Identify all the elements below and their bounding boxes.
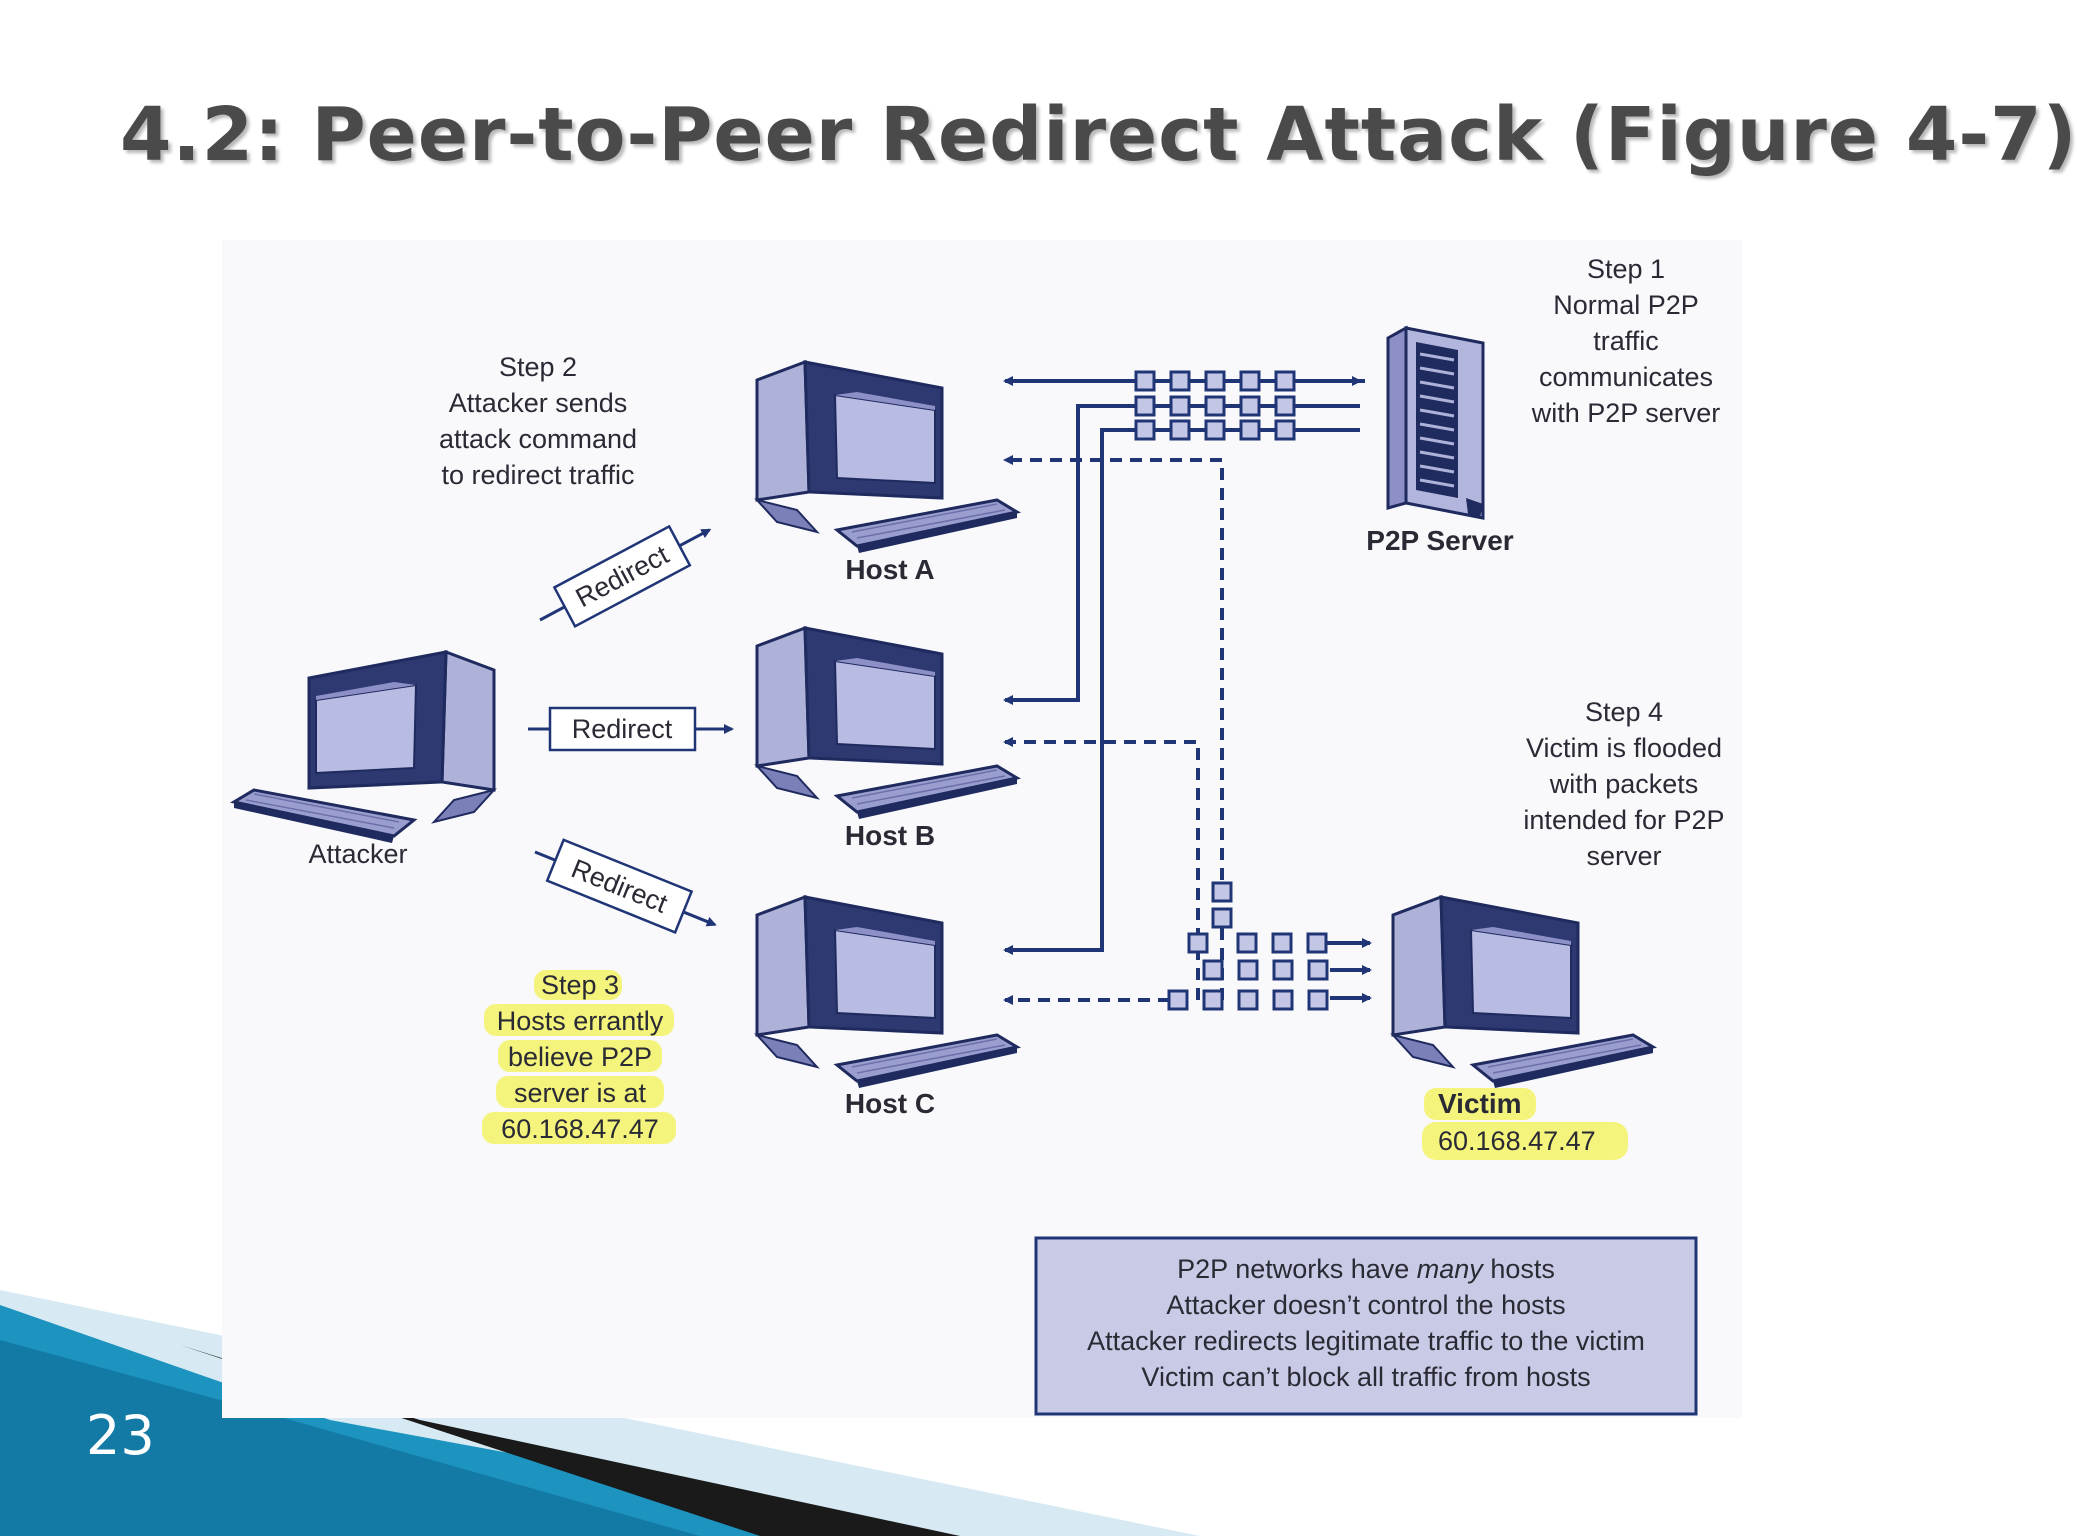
redirect-label-b: Redirect <box>572 714 673 744</box>
server-label: P2P Server <box>1366 525 1513 556</box>
notes-box: P2P networks have many hosts Attacker do… <box>1034 1236 1698 1416</box>
svg-text:attack command: attack command <box>439 424 637 454</box>
svg-text:traffic: traffic <box>1593 326 1659 356</box>
svg-text:Step 3: Step 3 <box>541 970 619 1000</box>
svg-text:Step 2: Step 2 <box>499 352 577 382</box>
step-3-caption: Step 3 Hosts errantly believe P2P server… <box>497 970 664 1144</box>
svg-text:Normal P2P: Normal P2P <box>1553 290 1699 320</box>
svg-text:server: server <box>1586 841 1661 871</box>
svg-text:server is at: server is at <box>514 1078 647 1108</box>
highlight-marks <box>482 970 1628 1160</box>
note-line-4: Victim can’t block all traffic from host… <box>1141 1362 1590 1392</box>
page-number: 23 <box>86 1404 155 1467</box>
svg-text:Attacker sends: Attacker sends <box>449 388 628 418</box>
svg-text:60.168.47.47: 60.168.47.47 <box>501 1114 659 1144</box>
svg-text:with P2P server: with P2P server <box>1531 398 1721 428</box>
step-1-caption: Step 1 Normal P2P traffic communicates w… <box>1531 254 1721 428</box>
svg-text:Victim is flooded: Victim is flooded <box>1526 733 1722 763</box>
note-line-2: Attacker doesn’t control the hosts <box>1166 1290 1565 1320</box>
redirect-arrow-b: Redirect <box>528 706 734 752</box>
svg-text:to redirect traffic: to redirect traffic <box>441 460 634 490</box>
svg-text:with packets: with packets <box>1549 769 1699 799</box>
victim-label: Victim <box>1438 1088 1522 1119</box>
victim-ip-label: 60.168.47.47 <box>1438 1126 1596 1156</box>
attacker-label: Attacker <box>308 839 407 869</box>
host-a-label: Host A <box>845 554 934 585</box>
step-4-caption: Step 4 Victim is flooded with packets in… <box>1523 697 1724 871</box>
note-line-3: Attacker redirects legitimate traffic to… <box>1087 1326 1645 1356</box>
step-2-caption: Step 2 Attacker sends attack command to … <box>439 352 637 490</box>
host-b-label: Host B <box>845 820 935 851</box>
svg-text:Step 4: Step 4 <box>1585 697 1663 727</box>
server-icon <box>1386 325 1485 520</box>
svg-text:believe P2P: believe P2P <box>508 1042 652 1072</box>
svg-text:communicates: communicates <box>1539 362 1713 392</box>
svg-text:Hosts errantly: Hosts errantly <box>497 1006 664 1036</box>
slide-title: 4.2: Peer-to-Peer Redirect Attack (Figur… <box>120 92 2077 178</box>
host-c-label: Host C <box>845 1088 935 1119</box>
redirected-traffic-lines <box>1003 455 1224 1005</box>
note-line-1: P2P networks have many hosts <box>1177 1254 1555 1284</box>
svg-text:Step 1: Step 1 <box>1587 254 1665 284</box>
svg-text:intended for P2P: intended for P2P <box>1523 805 1724 835</box>
